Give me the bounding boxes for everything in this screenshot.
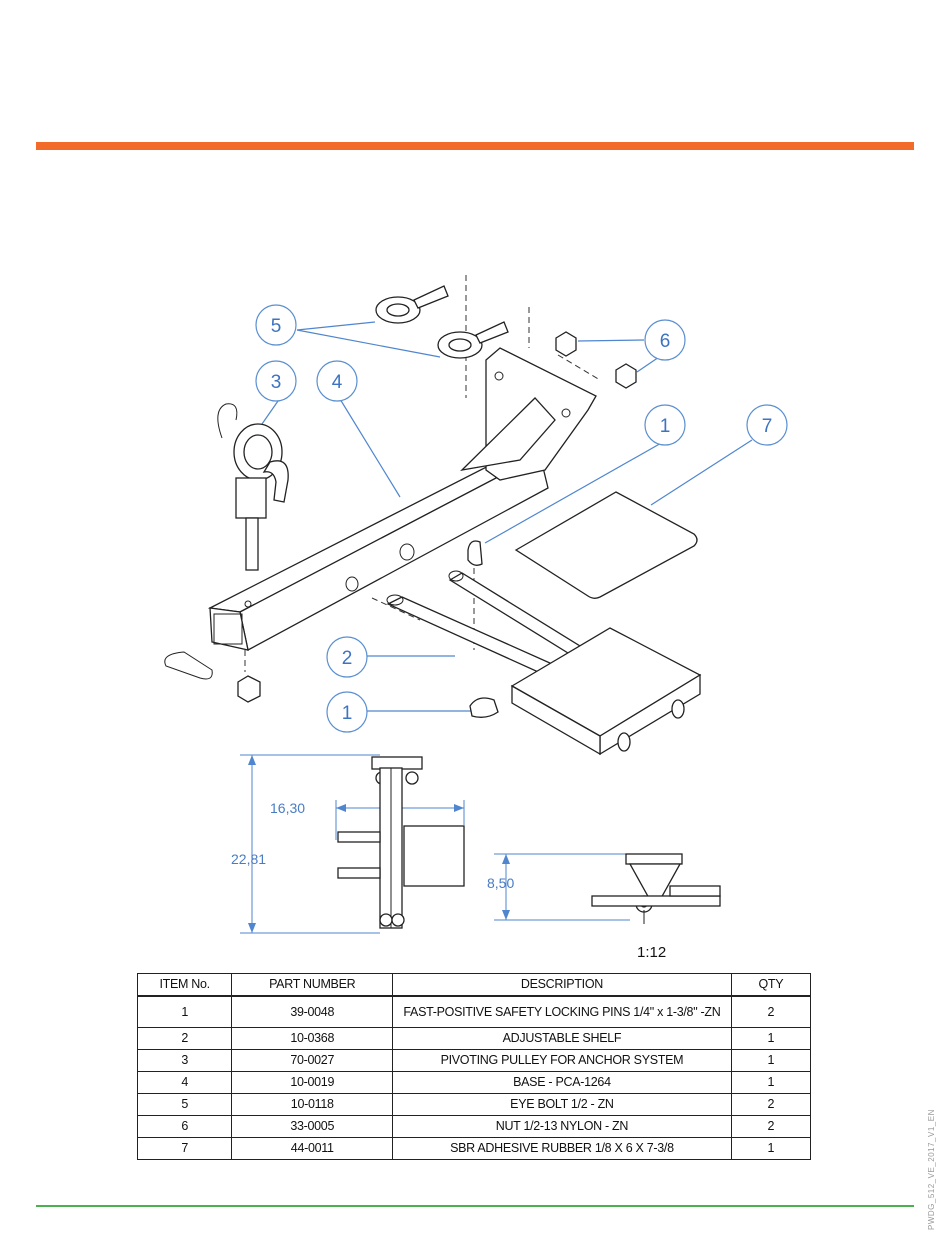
cell-description: FAST-POSITIVE SAFETY LOCKING PINS 1/4" x… [392,995,732,1028]
leader-lines [261,321,753,712]
svg-text:1:12: 1:12 [637,944,666,961]
balloon-item-6: 6 [644,319,686,361]
adjustable-shelf [386,570,702,756]
cell-description: SBR ADHESIVE RUBBER 1/8 X 6 X 7-3/8 [392,1137,732,1160]
cell-description: EYE BOLT 1/2 - ZN [392,1093,732,1116]
locking-pins [164,540,499,718]
eye-bolts [375,285,509,359]
pivoting-pulley [217,403,289,571]
header-qty: QTY [730,973,812,997]
table-row: 5 10-0118 EYE BOLT 1/2 - ZN 2 [136,1093,812,1116]
cell-qty: 2 [730,1115,812,1138]
cell-part-number: 33-0005 [231,1115,394,1138]
table-row: 3 70-0027 PIVOTING PULLEY FOR ANCHOR SYS… [136,1049,812,1072]
table-row: 7 44-0011 SBR ADHESIVE RUBBER 1/8 X 6 X … [136,1137,812,1160]
document-code: PWDG_512_VE_2017_V1_EN [927,1109,936,1230]
balloon-item-3: 3 [255,360,297,402]
cell-description: BASE - PCA-1264 [392,1071,732,1094]
cell-item: 3 [136,1049,233,1072]
cell-item: 6 [136,1115,233,1138]
table-row: 1 39-0048 FAST-POSITIVE SAFETY LOCKING P… [136,995,812,1028]
table-header-row: ITEM No. PART NUMBER DESCRIPTION QTY [136,973,812,997]
cell-item: 5 [136,1093,233,1116]
balloon-item-5: 5 [255,304,297,346]
cell-item: 7 [136,1137,233,1160]
svg-text:5: 5 [271,316,282,337]
svg-text:6: 6 [660,331,671,352]
cell-item: 4 [136,1071,233,1094]
svg-text:7: 7 [762,416,773,437]
side-view: 8,50 1:12 [487,853,721,961]
cell-item: 1 [136,995,233,1028]
cell-part-number: 39-0048 [231,995,394,1028]
header-description: DESCRIPTION [392,973,732,997]
front-view: 22,81 16,30 [231,754,465,934]
header-part-number: PART NUMBER [231,973,394,997]
cell-qty: 2 [730,1093,812,1116]
balloon-item-7: 7 [746,404,788,446]
svg-text:22,81: 22,81 [231,851,266,867]
balloon-item-1-lower: 1 [326,691,368,733]
header-item-no: ITEM No. [136,973,233,997]
bill-of-materials-table: ITEM No. PART NUMBER DESCRIPTION QTY 1 3… [136,973,812,1160]
cell-qty: 1 [730,1027,812,1050]
cell-qty: 2 [730,995,812,1028]
svg-text:16,30: 16,30 [270,800,305,816]
table-row: 6 33-0005 NUT 1/2-13 NYLON - ZN 2 [136,1115,812,1138]
balloon-item-1-upper: 1 [644,404,686,446]
cell-qty: 1 [730,1137,812,1160]
cell-qty: 1 [730,1049,812,1072]
balloon-item-2: 2 [326,636,368,678]
cell-part-number: 10-0019 [231,1071,394,1094]
svg-text:1: 1 [342,703,353,724]
cell-description: NUT 1/2-13 NYLON - ZN [392,1115,732,1138]
svg-text:2: 2 [342,648,353,669]
nuts [237,331,637,703]
base-beam [207,347,597,651]
svg-text:3: 3 [271,372,282,393]
svg-text:4: 4 [332,372,343,393]
footer-line [36,1205,914,1207]
rubber-pad [514,491,698,599]
svg-text:8,50: 8,50 [487,875,514,891]
cell-item: 2 [136,1027,233,1050]
svg-text:1: 1 [660,416,671,437]
balloon-item-4: 4 [316,360,358,402]
cell-description: PIVOTING PULLEY FOR ANCHOR SYSTEM [392,1049,732,1072]
cell-description: ADJUSTABLE SHELF [392,1027,732,1050]
table-row: 4 10-0019 BASE - PCA-1264 1 [136,1071,812,1094]
cell-part-number: 10-0368 [231,1027,394,1050]
table-row: 2 10-0368 ADJUSTABLE SHELF 1 [136,1027,812,1050]
cell-part-number: 44-0011 [231,1137,394,1160]
cell-qty: 1 [730,1071,812,1094]
header-accent-bar [36,142,914,150]
cell-part-number: 70-0027 [231,1049,394,1072]
cell-part-number: 10-0118 [231,1093,394,1116]
